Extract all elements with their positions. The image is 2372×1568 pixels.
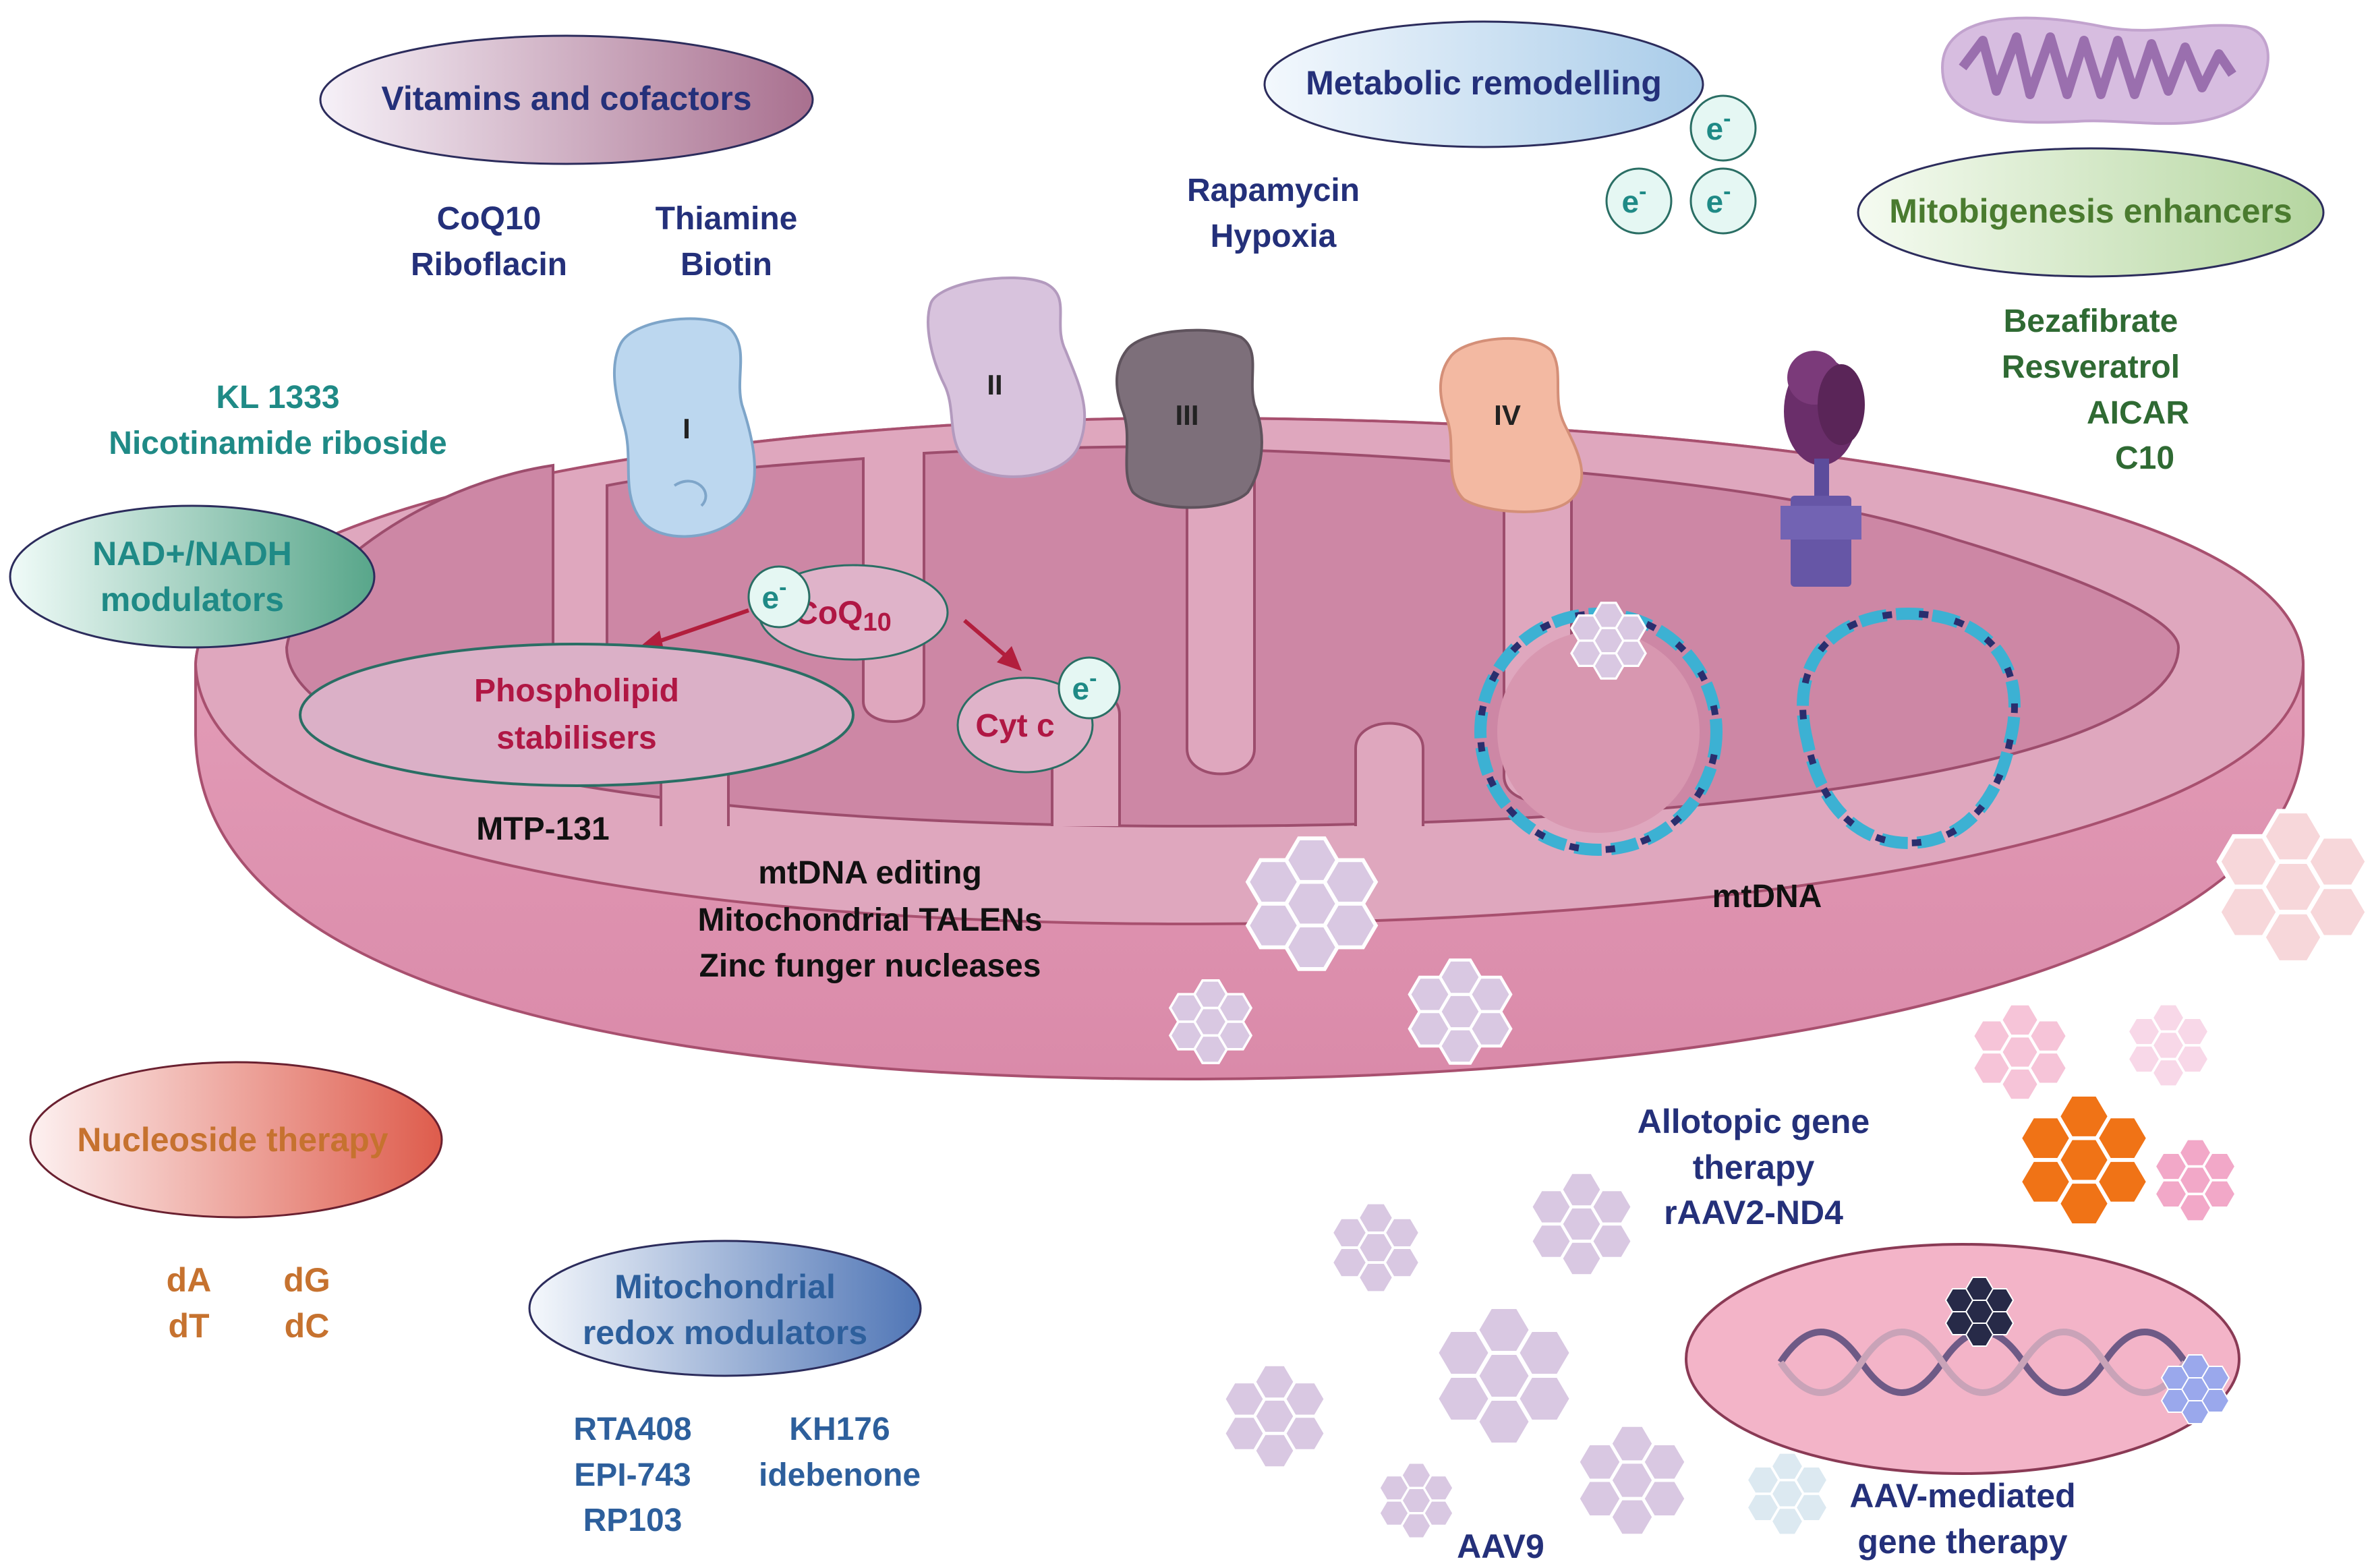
svg-text:e-: e- (1706, 106, 1731, 146)
vitamins-group: Vitamins and cofactors CoQ10 Riboflacin … (319, 34, 814, 283)
metabolic-title: Metabolic remodelling (1306, 64, 1662, 102)
complex-iii: III (1115, 328, 1263, 509)
vitamins-item-biotin: Biotin (681, 247, 772, 283)
complex-i: I (612, 317, 756, 538)
redox-item-epi743: EPI-743 (574, 1457, 691, 1493)
mtdna-circle-2 (1797, 607, 2021, 850)
aav-mediated-line-2: gene therapy (1857, 1523, 2067, 1561)
metabolic-item-rapamycin: Rapamycin (1187, 173, 1360, 208)
redox-group: Mitochondrial redox modulators RTA408 EP… (528, 1240, 922, 1538)
nad-ellipse (9, 504, 376, 649)
vitamins-item-thiamine: Thiamine (656, 201, 798, 237)
complex-ii-label: II (987, 369, 1002, 401)
svg-text:e-: e- (762, 575, 787, 615)
allotopic-line-3: rAAV2-ND4 (1664, 1194, 1843, 1231)
redox-ellipse (528, 1240, 922, 1377)
atp-synthase-icon (1781, 351, 1865, 587)
complex-iii-label: III (1175, 399, 1198, 431)
dna-helix-strand-2 (1777, 1329, 2189, 1396)
allotopic-line-1: Allotopic gene (1638, 1103, 1870, 1140)
vitamins-item-riboflacin: Riboflacin (411, 247, 567, 283)
svg-text:e-: e- (1706, 179, 1731, 219)
svg-text:e-: e- (1072, 666, 1097, 706)
mtp131-label: MTP-131 (476, 811, 609, 847)
mitobiogenesis-title: Mitobigenesis enhancers (1889, 192, 2292, 230)
electron-icons: e- e- e- e- e- (747, 94, 1757, 720)
complex-i-label: I (683, 413, 691, 444)
vitamins-title: Vitamins and cofactors (381, 80, 751, 117)
electron-coq10: e- (747, 565, 811, 629)
cytc-node (956, 676, 1094, 774)
mitobiogenesis-item-3: AICAR (2087, 395, 2189, 431)
vitamins-item-coq10: CoQ10 (437, 201, 542, 237)
nucleoside-title: Nucleoside therapy (77, 1121, 388, 1159)
nad-item-kl1333: KL 1333 (216, 380, 339, 415)
metabolic-group: Metabolic remodelling Rapamycin Hypoxia (1187, 20, 1704, 254)
redox-item-idebenone: idebenone (759, 1457, 921, 1493)
nucleus (1685, 1243, 2240, 1475)
metabolic-ellipse (1263, 20, 1704, 148)
phospholipid-ellipse (299, 643, 855, 787)
redox-title-2: redox modulators (583, 1314, 867, 1352)
electron-cytc: e- (1058, 656, 1121, 720)
complex-iv-label: IV (1494, 399, 1521, 431)
coq10-subscript: 10 (863, 608, 892, 637)
metabolic-item-hypoxia: Hypoxia (1211, 219, 1337, 254)
nucleoside-group: Nucleoside therapy dA dG dT dC (29, 1061, 443, 1345)
editing-line-2: Mitochondrial TALENs (697, 902, 1042, 938)
redox-item-kh176: KH176 (789, 1412, 890, 1447)
aav-mediated-line-1: AAV-mediated (1849, 1477, 2075, 1515)
allotopic-group: Allotopic gene therapy rAAV2-ND4 (1638, 1103, 1870, 1231)
nucleoside-item-dt: dT (168, 1307, 209, 1345)
cytc-label: Cyt c (975, 708, 1054, 744)
mtdna-label: mtDNA (1712, 879, 1822, 914)
vitamins-ellipse (319, 34, 814, 165)
mitochondrion-icon (1940, 16, 2269, 125)
nad-group: KL 1333 Nicotinamide riboside NAD+/NADH … (9, 380, 447, 649)
allotopic-line-2: therapy (1693, 1149, 1815, 1186)
aav9-label: AAV9 (1457, 1528, 1544, 1565)
mitobiogenesis-item-1: Bezafibrate (2004, 303, 2178, 339)
nucleoside-ellipse (29, 1061, 443, 1219)
mitobiogenesis-group: Mitobigenesis enhancers Bezafibrate Resv… (1857, 147, 2325, 476)
phospholipid-title-2: stabilisers (496, 720, 656, 756)
mitobiogenesis-item-2: Resveratrol (2002, 349, 2180, 385)
mitobiogenesis-item-4: C10 (2115, 440, 2174, 476)
nad-item-nicotinamide: Nicotinamide riboside (109, 426, 446, 461)
electron-metabolic-2: e- (1605, 167, 1673, 235)
nad-title-1: NAD+/NADH (92, 535, 292, 573)
redox-item-rta408: RTA408 (573, 1412, 691, 1447)
electron-metabolic-1: e- (1689, 94, 1757, 162)
editing-line-3: Zinc funger nucleases (699, 948, 1041, 984)
nucleoside-item-dc: dC (285, 1307, 330, 1345)
redox-title-1: Mitochondrial (614, 1268, 836, 1306)
complex-iv: IV (1439, 337, 1584, 513)
complex-ii: II (927, 276, 1087, 478)
nad-title-2: modulators (100, 581, 284, 618)
mitobiogenesis-ellipse (1857, 147, 2325, 278)
phospholipid-title-1: Phospholipid (474, 673, 679, 709)
nucleoside-item-dg: dG (283, 1261, 330, 1299)
svg-text:e-: e- (1622, 179, 1647, 219)
nucleoside-item-da: dA (167, 1261, 212, 1299)
electron-metabolic-3: e- (1689, 167, 1757, 235)
redox-item-rp103: RP103 (583, 1503, 683, 1538)
editing-line-1: mtDNA editing (758, 855, 982, 891)
